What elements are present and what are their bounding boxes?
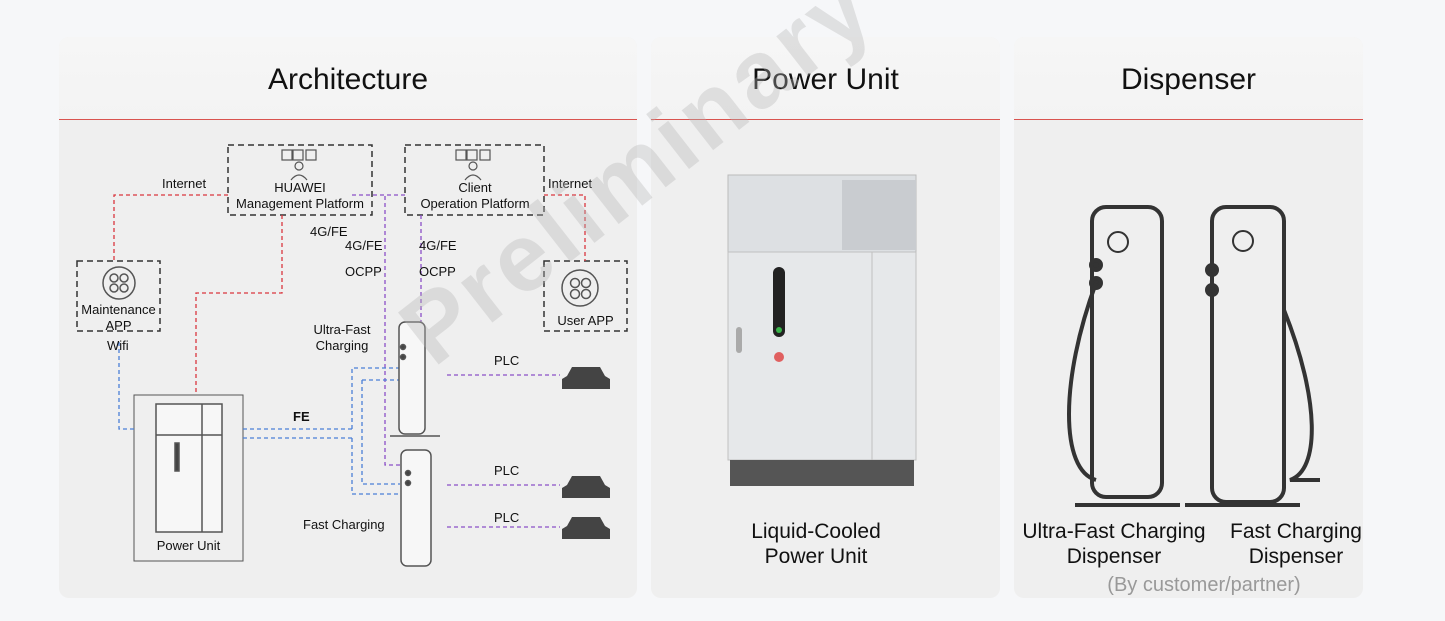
dispenser-title: Dispenser xyxy=(1120,63,1257,96)
car-icon xyxy=(562,476,610,498)
wifi-label: Wifi xyxy=(107,338,129,353)
client-platform-box xyxy=(404,144,545,216)
fast-charging-label: Fast Charging xyxy=(303,517,385,532)
huawei-platform-box xyxy=(227,144,373,216)
huawei-platform-line2: Management Platform xyxy=(236,196,364,211)
ultra-fast-dispenser-image xyxy=(1067,205,1180,507)
client-platform-icon xyxy=(455,149,491,181)
car-icon xyxy=(562,517,610,539)
dispenser-header: Dispenser xyxy=(1014,37,1363,120)
fast-dispenser-image xyxy=(1185,205,1320,507)
architecture-title: Architecture xyxy=(267,63,429,96)
internet-left-label: Internet xyxy=(162,176,207,191)
huawei-platform-icon xyxy=(281,149,317,181)
power-unit-small-icon xyxy=(155,403,223,533)
plc-label: PLC xyxy=(494,510,520,525)
fast-caption-line2: Dispenser xyxy=(1248,545,1344,568)
ultra-fast-line2: Charging xyxy=(315,338,369,353)
ultra-fast-caption-line2: Dispenser xyxy=(1066,545,1162,568)
user-app-icon xyxy=(561,269,599,307)
ultra-fast-line1: Ultra-Fast xyxy=(313,322,371,337)
user-app-label: User APP xyxy=(557,313,614,328)
maintenance-app-line1: Maintenance xyxy=(81,302,156,317)
liquid-cooled-power-unit-image xyxy=(727,174,917,486)
4g-fe-label: 4G/FE xyxy=(419,238,457,253)
power-unit-header: Power Unit xyxy=(651,37,1000,120)
huawei-platform-line1: HUAWEI xyxy=(274,180,326,195)
car-icon xyxy=(562,367,610,389)
architecture-header: Architecture xyxy=(59,37,637,120)
4g-fe-label: 4G/FE xyxy=(345,238,383,253)
power-unit-box xyxy=(133,394,244,562)
fast-caption-line1: Fast Charging xyxy=(1230,520,1362,543)
power-unit-panel: Power Unit xyxy=(651,37,1000,598)
plc-label: PLC xyxy=(494,353,520,368)
customer-partner-note: (By customer/partner) xyxy=(1107,574,1301,596)
power-unit-caption-line1: Liquid-Cooled xyxy=(751,520,881,543)
client-platform-line1: Client xyxy=(458,180,492,195)
maintenance-app-line2: APP xyxy=(105,318,132,333)
power-unit-title: Power Unit xyxy=(752,63,899,96)
client-platform-line2: Operation Platform xyxy=(420,196,530,211)
maintenance-app-icon xyxy=(102,266,136,300)
fast-charger-icon xyxy=(400,449,432,567)
4g-fe-label: 4G/FE xyxy=(310,224,348,239)
car-icons xyxy=(562,367,610,539)
fe-label: FE xyxy=(293,409,310,424)
ocpp-label: OCPP xyxy=(345,264,382,279)
plc-label: PLC xyxy=(494,463,520,478)
internet-right-label: Internet xyxy=(548,176,593,191)
maintenance-app-box xyxy=(76,260,161,332)
ultra-fast-charger-icon xyxy=(390,321,440,437)
ocpp-label: OCPP xyxy=(419,264,456,279)
ultra-fast-caption-line1: Ultra-Fast Charging xyxy=(1022,520,1206,543)
power-unit-caption-line2: Power Unit xyxy=(764,545,868,568)
power-unit-label: Power Unit xyxy=(156,538,221,553)
